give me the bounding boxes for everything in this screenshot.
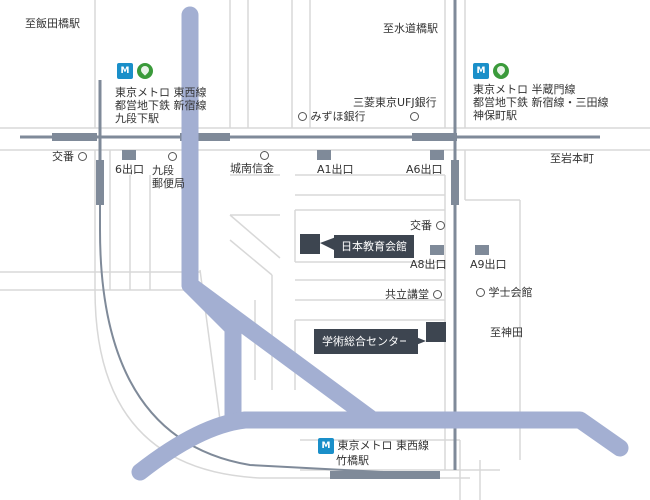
station-name: 九段下駅 bbox=[115, 112, 159, 125]
building-nihon-kyoiku: 日本教育会館 bbox=[334, 235, 414, 258]
building-gakujutsu-square bbox=[426, 322, 446, 342]
landmark-jonan: 城南信金 bbox=[230, 162, 274, 175]
tokyo-metro-logo-icon: M bbox=[318, 438, 334, 454]
station-line: 東京メトロ 東西線 bbox=[337, 439, 430, 452]
station-kudanshita: 東京メトロ 東西線 都営地下鉄 新宿線 九段下駅 bbox=[115, 86, 207, 125]
station-takebashi: M 東京メトロ 東西線 竹橋駅 bbox=[318, 438, 429, 467]
building-nihon-kyoiku-square bbox=[300, 234, 320, 254]
exit-a8: A8出口 bbox=[410, 258, 447, 271]
circle-marker-icon bbox=[77, 152, 87, 161]
circle-marker-icon bbox=[435, 221, 445, 230]
gray-square-exit-marker-icon bbox=[430, 150, 444, 160]
toei-subway-logo-icon bbox=[136, 63, 153, 79]
station-logos-jinbocho: M bbox=[473, 63, 509, 79]
landmark-kudan-post-label: 九段 郵便局 bbox=[152, 164, 185, 190]
station-line: 東京メトロ 東西線 bbox=[115, 86, 207, 99]
building-gakujutsu: 学術総合センター bbox=[314, 329, 418, 354]
landmark-label: 共立講堂 bbox=[385, 288, 429, 301]
tokyo-metro-logo-icon: M bbox=[473, 63, 489, 79]
circle-marker-icon bbox=[432, 290, 442, 299]
label-to-jinbocho: 至神田 bbox=[490, 326, 523, 339]
gray-square-exit-marker-icon bbox=[475, 245, 489, 255]
landmark-gakushi: 学士会館 bbox=[476, 286, 533, 299]
landmark-label: みずほ銀行 bbox=[310, 110, 366, 123]
station-line: 都営地下鉄 新宿線・三田線 bbox=[473, 96, 609, 109]
circle-marker-icon bbox=[410, 112, 419, 121]
toei-subway-logo-icon bbox=[492, 63, 509, 79]
landmark-label: 郵便局 bbox=[152, 177, 185, 190]
tokyo-metro-logo-icon: M bbox=[117, 63, 133, 79]
landmark-mizuho: みずほ銀行 bbox=[298, 110, 366, 123]
gray-square-exit-marker-icon bbox=[122, 150, 136, 160]
circle-marker-icon bbox=[298, 112, 307, 121]
landmark-kyoritsu: 共立講堂 bbox=[385, 288, 442, 301]
gray-square-exit-marker-icon bbox=[430, 245, 444, 255]
station-jinbocho: 東京メトロ 半蔵門線 都営地下鉄 新宿線・三田線 神保町駅 bbox=[473, 83, 609, 122]
exit-a1: A1出口 bbox=[317, 163, 354, 176]
landmark-mufg-marker bbox=[410, 110, 419, 123]
callout-pointer bbox=[406, 333, 426, 349]
station-platforms bbox=[52, 133, 459, 479]
station-name: 神保町駅 bbox=[473, 109, 517, 122]
landmark-label: 学士会館 bbox=[488, 286, 533, 299]
exit-a9: A9出口 bbox=[470, 258, 507, 271]
exit-a6: A6出口 bbox=[406, 163, 443, 176]
label-to-iwamotocho: 至岩本町 bbox=[550, 152, 594, 165]
landmark-label: 交番 bbox=[410, 219, 432, 232]
circle-marker-icon bbox=[260, 151, 269, 160]
circle-marker-icon bbox=[168, 152, 177, 161]
station-line: 東京メトロ 半蔵門線 bbox=[473, 83, 576, 96]
landmark-label: 九段 bbox=[152, 164, 174, 177]
station-logos-kudanshita: M bbox=[117, 63, 153, 79]
landmark-jonan-marker bbox=[260, 149, 269, 162]
exit-6: 6出口 bbox=[115, 163, 144, 176]
landmark-koban-right: 交番 bbox=[410, 219, 445, 232]
landmark-mufg: 三菱東京UFJ銀行 bbox=[353, 96, 437, 109]
landmark-label: 交番 bbox=[52, 150, 74, 163]
station-line: 都営地下鉄 新宿線 bbox=[115, 99, 207, 112]
station-name: 竹橋駅 bbox=[336, 454, 369, 467]
circle-marker-icon bbox=[476, 288, 485, 297]
callout-pointer bbox=[320, 237, 336, 251]
expressway bbox=[131, 6, 629, 481]
label-to-iidabashi: 至飯田橋駅 bbox=[25, 17, 80, 30]
landmark-kudan-post bbox=[168, 150, 177, 163]
label-to-suidobashi: 至水道橋駅 bbox=[383, 22, 438, 35]
landmark-koban-left: 交番 bbox=[52, 150, 87, 163]
gray-square-exit-marker-icon bbox=[317, 150, 331, 160]
